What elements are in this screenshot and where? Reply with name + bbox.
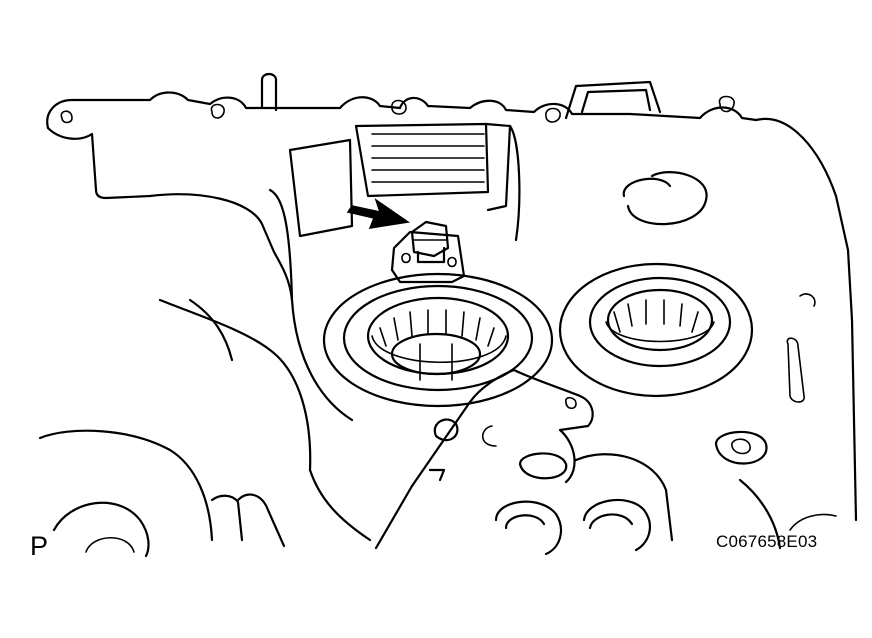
- arrow-indicator-icon: [346, 198, 410, 229]
- ribbed-housing: [288, 122, 521, 242]
- position-letter: P: [30, 531, 49, 561]
- case-lower-right-rings: [374, 453, 782, 556]
- case-right-details: [622, 171, 837, 531]
- drain-plug-bolt: [390, 220, 466, 284]
- left-bearing: [322, 272, 554, 408]
- top-bracket: [260, 72, 662, 120]
- case-flange-outline: [46, 91, 858, 522]
- case-lower-left: [38, 188, 372, 558]
- illustration-code: C067658E03: [716, 532, 818, 551]
- right-bearing: [558, 262, 754, 398]
- shift-plate: [410, 368, 594, 488]
